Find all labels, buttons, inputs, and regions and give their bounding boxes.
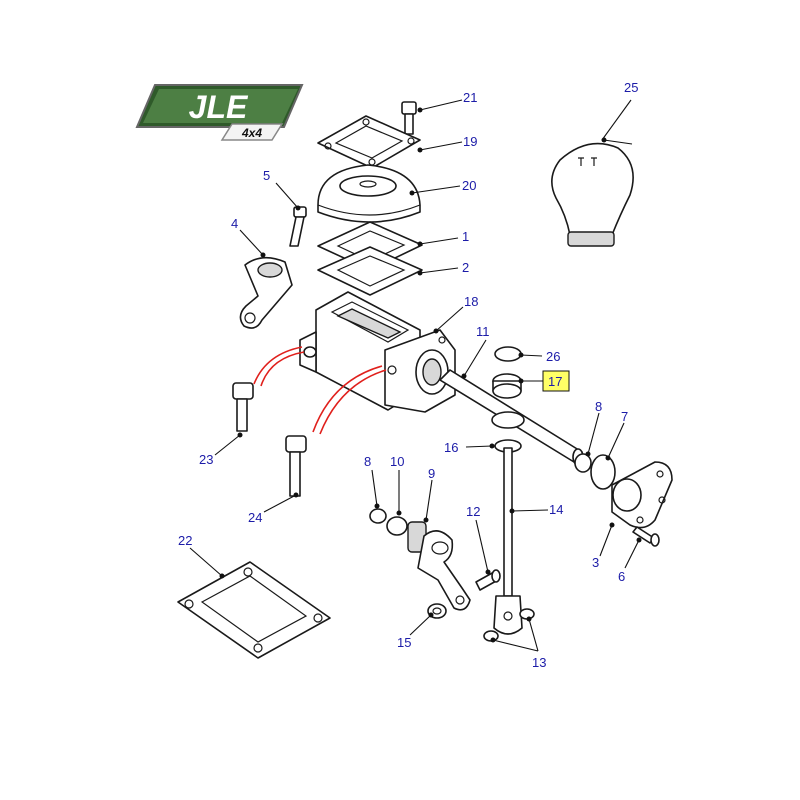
part-5-bolt xyxy=(289,206,307,247)
callout-5: 5 xyxy=(263,168,270,183)
callout-16: 16 xyxy=(444,440,458,455)
part-2-gasket xyxy=(317,246,423,296)
part-12-pin xyxy=(475,569,501,591)
callout-15: 15 xyxy=(397,635,411,650)
part-22-gasket xyxy=(177,561,331,659)
callout-18: 18 xyxy=(464,294,478,309)
callout-8-right: 8 xyxy=(595,399,602,414)
callout-21: 21 xyxy=(463,90,477,105)
callout-25: 25 xyxy=(624,80,638,95)
callout-10: 10 xyxy=(390,454,404,469)
part-18-housing xyxy=(299,291,456,413)
callout-9: 9 xyxy=(428,466,435,481)
part-23-bolt xyxy=(232,382,254,432)
part-14-rod xyxy=(493,447,523,635)
callout-17: 17 xyxy=(548,374,562,389)
callout-6: 6 xyxy=(618,569,625,584)
part-8-oring-right xyxy=(574,453,592,473)
part-6-screw xyxy=(632,526,660,547)
callout-17-highlight xyxy=(542,370,570,392)
part-9-lever xyxy=(407,521,471,611)
part-20-cover xyxy=(317,164,421,223)
red-alignment-lines xyxy=(253,346,387,435)
callout-4: 4 xyxy=(231,216,238,231)
callout-3: 3 xyxy=(592,555,599,570)
callout-1: 1 xyxy=(462,229,469,244)
callout-22: 22 xyxy=(178,533,192,548)
callout-26: 26 xyxy=(546,349,560,364)
part-10-oring xyxy=(386,516,408,536)
leader-lines xyxy=(189,99,642,652)
part-3-flange xyxy=(611,461,673,529)
part-19-gasket xyxy=(317,115,421,169)
callout-7: 7 xyxy=(621,409,628,424)
part-17-bush xyxy=(492,373,522,399)
part-25-knob xyxy=(551,142,634,247)
part-24-bolt xyxy=(285,435,307,497)
part-7-oring xyxy=(590,454,616,490)
part-16-ring xyxy=(491,411,525,453)
callout-19: 19 xyxy=(463,134,477,149)
callout-12: 12 xyxy=(466,504,480,519)
callout-11: 11 xyxy=(476,324,490,339)
logo-sub-text: 4x4 xyxy=(241,126,262,140)
callout-2: 2 xyxy=(462,260,469,275)
jle-logo: JLE 4x4 xyxy=(135,84,304,141)
callout-8-left: 8 xyxy=(364,454,371,469)
callout-23: 23 xyxy=(199,452,213,467)
callout-20: 20 xyxy=(462,178,476,193)
callout-13: 13 xyxy=(532,655,546,670)
part-26-ring xyxy=(494,346,522,362)
callout-14: 14 xyxy=(549,502,563,517)
part-21-bolt xyxy=(401,101,417,135)
part-4-yoke xyxy=(239,256,293,329)
callout-labels: 21 19 20 1 2 18 11 26 17 16 25 5 4 8 7 8… xyxy=(178,80,638,670)
logo-brand-text: JLE xyxy=(189,89,249,125)
part-8-oring-left xyxy=(369,508,387,524)
callout-24: 24 xyxy=(248,510,262,525)
